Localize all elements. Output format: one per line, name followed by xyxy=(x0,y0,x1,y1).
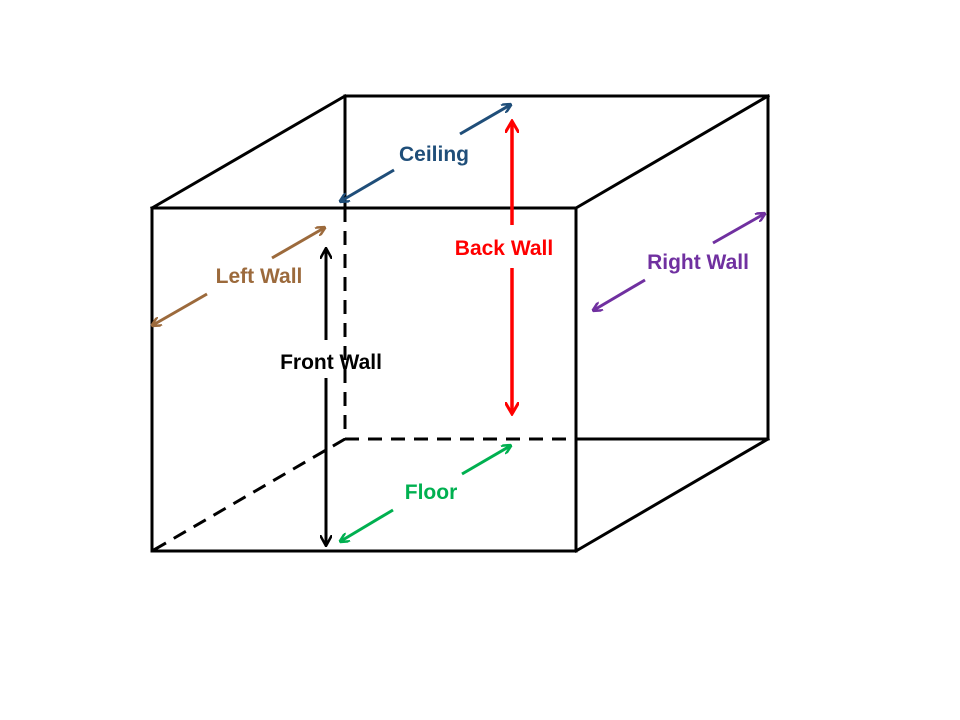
front-wall-label: Front Wall xyxy=(280,351,382,374)
ceiling-arrow-upper xyxy=(459,105,510,136)
edge-top-right xyxy=(573,93,771,211)
edge-top-left xyxy=(149,93,348,211)
back-wall-label: Back Wall xyxy=(455,237,553,260)
floor-label: Floor xyxy=(405,481,458,504)
cube-edges xyxy=(149,93,771,554)
ceiling-arrow-lower xyxy=(341,168,395,201)
hidden-edge-diagonal xyxy=(151,437,346,553)
hidden-edges xyxy=(151,208,576,553)
floor-arrow-lower xyxy=(341,508,394,541)
left-wall-arrow-upper xyxy=(271,228,324,260)
right-wall-arrow xyxy=(594,214,764,310)
left-wall-arrow-lower xyxy=(153,292,208,325)
right-wall-arrow-lower xyxy=(594,278,646,310)
floor-arrow-upper xyxy=(461,446,510,476)
floor-arrow xyxy=(341,446,510,541)
ceiling-arrow xyxy=(341,105,510,201)
right-wall-arrow-upper xyxy=(712,214,764,245)
front-face-outline xyxy=(150,206,578,553)
left-wall-arrow xyxy=(153,228,324,325)
edge-bottom-right xyxy=(573,436,771,554)
left-wall-label: Left Wall xyxy=(216,265,303,288)
ceiling-label: Ceiling xyxy=(399,143,469,166)
right-wall-label: Right Wall xyxy=(647,251,749,274)
